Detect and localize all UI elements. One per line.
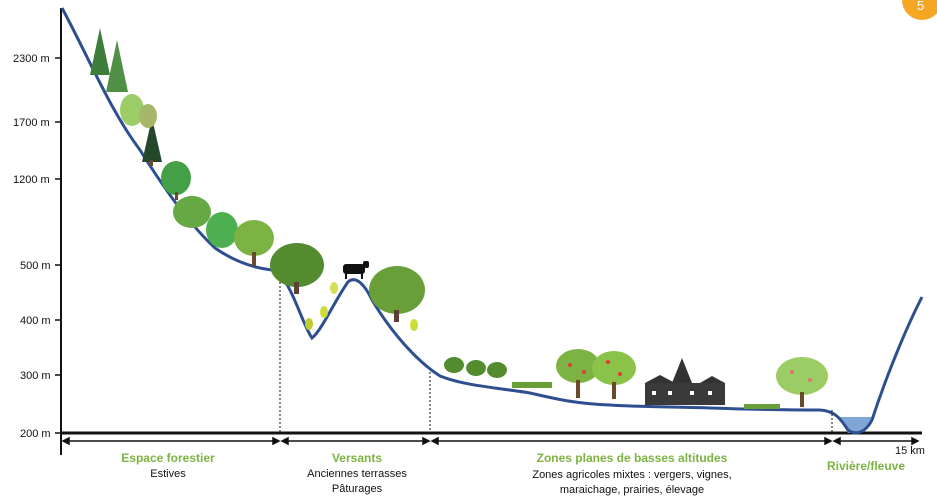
- svg-text:Anciennes terrasses: Anciennes terrasses: [307, 468, 407, 480]
- vine-icon: [444, 357, 552, 388]
- tick-label-1200: 1200 m: [13, 174, 50, 186]
- svg-text:Zones planes de basses altitud: Zones planes de basses altitudes: [537, 451, 728, 465]
- tick-label-500: 500 m: [20, 260, 51, 272]
- page-number-badge: 5: [902, 0, 937, 20]
- zone-riviere-fleuve: Rivière/fleuve: [827, 459, 905, 473]
- zone-espace-forestier: Espace forestier Estives: [121, 451, 215, 480]
- tick-label-2300: 2300 m: [13, 53, 50, 65]
- svg-text:maraichage, prairies, élevage: maraichage, prairies, élevage: [560, 484, 704, 496]
- tick-label-200: 200 m: [20, 428, 51, 440]
- y-axis-ticks: 2300 m 1700 m 1200 m 500 m 400 m 300 m 2…: [13, 53, 61, 440]
- svg-text:5: 5: [917, 0, 924, 13]
- village-icon: [645, 358, 725, 405]
- shrub-icon: [305, 282, 418, 331]
- zone-versants: Versants Anciennes terrasses Pâturages: [307, 451, 407, 495]
- zone-arrows: [61, 436, 920, 446]
- deciduous-tree-icon: [120, 94, 425, 322]
- tick-label-300: 300 m: [20, 370, 51, 382]
- conifer-icon: [90, 28, 162, 166]
- zone-separators: [279, 282, 833, 433]
- svg-text:Pâturages: Pâturages: [332, 483, 383, 495]
- cow-icon: [343, 261, 369, 279]
- distance-label: 15 km: [895, 445, 925, 457]
- tick-label-1700: 1700 m: [13, 117, 50, 129]
- svg-text:Versants: Versants: [332, 451, 382, 465]
- svg-text:Estives: Estives: [150, 468, 186, 480]
- svg-text:Espace forestier: Espace forestier: [121, 451, 215, 465]
- terrain-profile: [60, 7, 924, 435]
- fruit-tree-icon: [556, 349, 828, 409]
- svg-text:Zones agricoles mixtes : verge: Zones agricoles mixtes : vergers, vignes…: [532, 469, 731, 481]
- zone-zones-planes: Zones planes de basses altitudes Zones a…: [532, 451, 731, 496]
- svg-text:Rivière/fleuve: Rivière/fleuve: [827, 459, 905, 473]
- tick-label-400: 400 m: [20, 315, 51, 327]
